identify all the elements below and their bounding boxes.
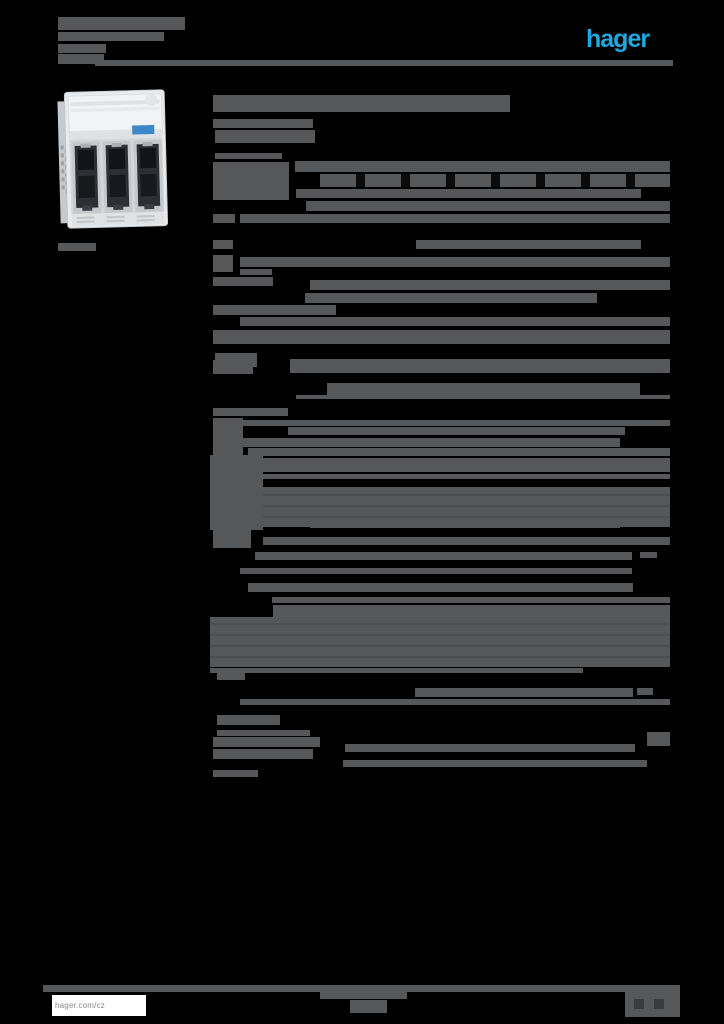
redacted-text-bar — [647, 732, 670, 746]
redacted-text-bar — [345, 744, 635, 752]
redacted-text-bar — [240, 257, 670, 267]
redacted-text-bar — [296, 395, 670, 399]
redacted-text-bar — [263, 537, 670, 545]
redacted-text-bar — [296, 189, 641, 198]
redacted-text-bar — [213, 240, 233, 249]
redacted-text-bar — [240, 317, 670, 326]
redacted-text-bar — [310, 280, 670, 290]
redacted-text-bar — [213, 530, 251, 548]
redacted-text-bar — [305, 293, 597, 303]
redacted-text-bar — [213, 330, 670, 344]
product-photo — [55, 85, 174, 235]
redacted-text-bar — [210, 668, 583, 673]
redacted-text-bar — [343, 760, 647, 767]
redacted-text-bar — [248, 583, 633, 592]
redacted-text-bar — [213, 749, 313, 759]
redacted-text-bar — [637, 688, 653, 695]
photo-caption-bar — [58, 243, 96, 251]
redacted-text-bar — [272, 597, 670, 603]
footer-site-link[interactable]: hager.com/cz — [55, 1001, 105, 1010]
redacted-text-bar — [295, 161, 670, 172]
product-title-bar — [213, 95, 510, 112]
redacted-text-bar — [213, 277, 273, 286]
redacted-text-bar — [248, 448, 670, 456]
redacted-text-bar — [320, 174, 670, 187]
section3-heading-bar — [217, 715, 280, 725]
redacted-text-bar — [213, 360, 253, 374]
redacted-text-bar — [288, 427, 625, 435]
redacted-text-bar — [327, 383, 640, 397]
doc-ref-line-3 — [58, 44, 106, 53]
footer-center-line — [320, 992, 407, 999]
redacted-text-bar — [215, 153, 282, 159]
redacted-text-bar — [238, 458, 670, 472]
doc-ref-line-1 — [58, 17, 185, 30]
redacted-text-bar — [213, 305, 336, 315]
redacted-text-bar — [290, 359, 670, 373]
redacted-text-bar — [310, 520, 620, 528]
redacted-text-bar — [240, 568, 632, 574]
header-rule — [95, 60, 673, 66]
redacted-text-bar — [213, 770, 258, 777]
footer-right-block — [625, 992, 680, 1017]
redacted-text-bar — [416, 240, 641, 249]
redacted-text-bar — [415, 688, 633, 697]
redacted-text-bar — [213, 255, 233, 272]
redacted-text-bar — [240, 699, 670, 705]
redacted-text-bar — [306, 201, 670, 211]
fuse-switch-disconnector-icon — [57, 89, 169, 229]
section1-heading-bar — [215, 130, 315, 143]
footer-site-box: hager.com/cz — [52, 995, 146, 1016]
redacted-text-bar — [217, 673, 245, 680]
footer-rule — [43, 985, 680, 992]
redacted-text-bar — [240, 214, 670, 223]
footer-center-mark — [350, 1000, 387, 1013]
paragraph-block — [210, 617, 670, 667]
redacted-text-bar — [238, 420, 670, 426]
redacted-text-bar — [213, 408, 288, 416]
redacted-text-bar — [240, 269, 272, 275]
redacted-text-bar — [213, 737, 320, 747]
doc-ref-line-2 — [58, 32, 164, 41]
redacted-text-bar — [238, 438, 620, 447]
redacted-text-bar — [213, 214, 235, 223]
redacted-text-bar — [217, 730, 310, 736]
redacted-text-bar — [255, 552, 632, 560]
redacted-text-bar — [213, 162, 289, 200]
redacted-text-bar — [210, 455, 263, 530]
redacted-text-bar — [273, 605, 670, 617]
hager-logo: hager — [586, 25, 650, 53]
product-subtitle-bar — [213, 119, 313, 128]
redacted-text-bar — [263, 474, 670, 479]
doc-ref-line-4 — [58, 54, 104, 64]
redacted-text-bar — [640, 552, 657, 558]
